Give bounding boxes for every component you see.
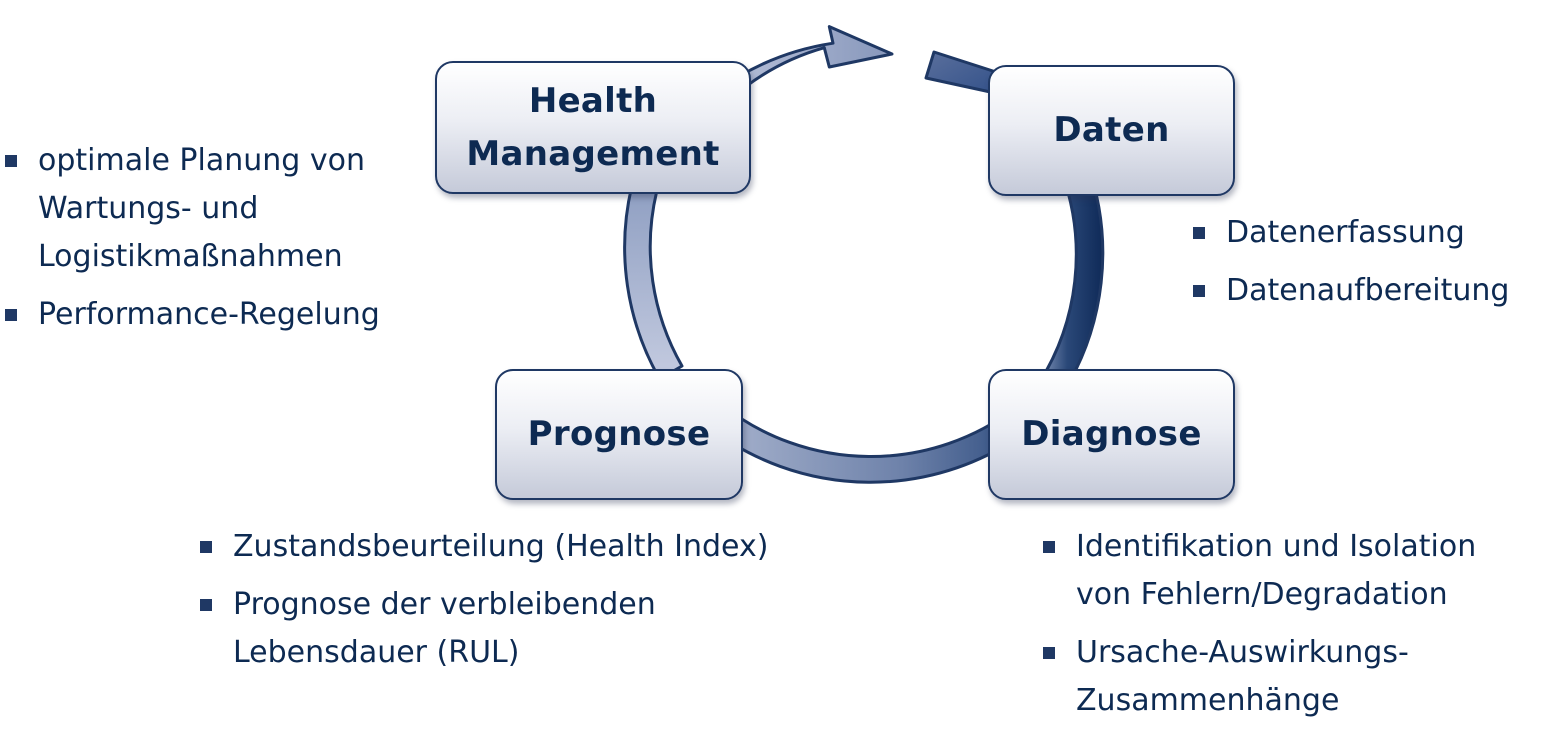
cycle-segment-bottom — [704, 403, 1034, 484]
bullet-text: Performance-Regelung — [38, 297, 380, 332]
bullet-text: Zustandsbeurteilung (Health Index) — [233, 529, 769, 564]
bullet-item: Ursache-Auswirkungs-Zusammenhänge — [1043, 629, 1533, 725]
node-prognose-label: Prognose — [527, 414, 711, 455]
bullet-text: Identifikation und Isolation von Fehlern… — [1076, 529, 1477, 612]
bullet-item: Identifikation und Isolation von Fehlern… — [1043, 523, 1533, 619]
prognose-bullets: Zustandsbeurteilung (Health Index) Progn… — [200, 523, 810, 677]
node-daten[interactable]: Daten — [988, 65, 1235, 196]
bullet-square-icon — [200, 541, 212, 553]
bullet-square-icon — [1193, 227, 1205, 239]
bullet-text: optimale Planung von Wartungs- und Logis… — [38, 143, 365, 274]
node-health-management-label: Health Management — [466, 80, 720, 174]
cycle-segment-right — [1036, 161, 1105, 399]
bullet-square-icon — [1043, 647, 1055, 659]
bullet-item: Prognose der verbleibenden Lebensdauer (… — [200, 581, 810, 677]
bullet-item: Performance-Regelung — [5, 291, 405, 339]
node-diagnose-label: Diagnose — [1021, 414, 1202, 455]
daten-bullets: Datenerfassung Datenaufbereitung — [1193, 209, 1538, 315]
bullet-item: Zustandsbeurteilung (Health Index) — [200, 523, 810, 571]
bullet-text: Ursache-Auswirkungs-Zusammenhänge — [1076, 635, 1409, 718]
bullet-square-icon — [5, 309, 17, 321]
bullet-text: Prognose der verbleibenden Lebensdauer (… — [233, 587, 656, 670]
cycle-arrow-tail — [924, 50, 998, 95]
bullet-square-icon — [1043, 541, 1055, 553]
bullet-text: Datenerfassung — [1226, 215, 1465, 250]
node-daten-label: Daten — [1053, 110, 1170, 151]
bullet-item: Datenaufbereitung — [1193, 267, 1538, 315]
cycle-segment-left — [623, 185, 684, 381]
bullet-square-icon — [200, 599, 212, 611]
bullet-square-icon — [5, 155, 17, 167]
bullet-item: Datenerfassung — [1193, 209, 1538, 257]
bullet-text: Datenaufbereitung — [1226, 273, 1510, 308]
node-health-management[interactable]: Health Management — [435, 61, 751, 194]
node-prognose[interactable]: Prognose — [495, 369, 743, 500]
health-management-bullets: optimale Planung von Wartungs- und Logis… — [5, 137, 405, 339]
node-diagnose[interactable]: Diagnose — [988, 369, 1235, 500]
diagnose-bullets: Identifikation und Isolation von Fehlern… — [1043, 523, 1533, 725]
bullet-square-icon — [1193, 285, 1205, 297]
bullet-item: optimale Planung von Wartungs- und Logis… — [5, 137, 405, 281]
